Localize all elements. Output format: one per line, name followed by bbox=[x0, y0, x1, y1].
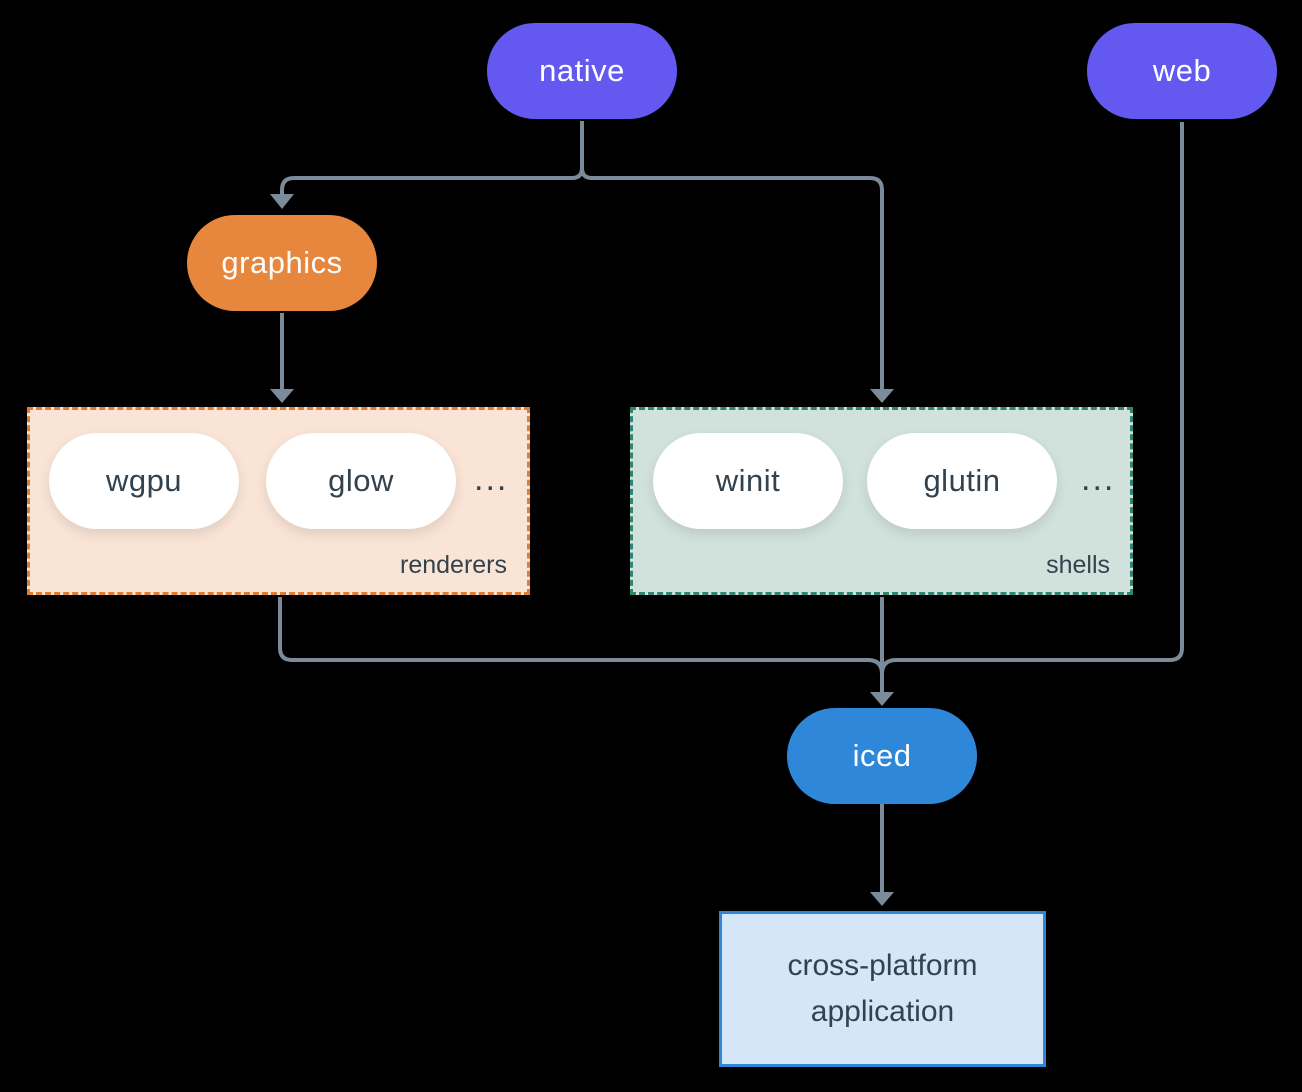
edge-renderers-iced bbox=[278, 597, 884, 675]
node-web-label: web bbox=[1152, 53, 1212, 88]
renderers-ellipsis: ... bbox=[474, 460, 509, 498]
group-renderers: wgpu glow ... renderers bbox=[27, 407, 530, 595]
node-iced: iced bbox=[787, 708, 977, 804]
node-graphics: graphics bbox=[187, 215, 377, 311]
node-winit-label: winit bbox=[715, 463, 781, 498]
arrowhead-iced bbox=[870, 692, 894, 706]
group-shells: winit glutin ... shells bbox=[630, 407, 1133, 595]
node-glow-label: glow bbox=[328, 463, 394, 498]
shells-ellipsis: ... bbox=[1081, 460, 1116, 498]
node-iced-label: iced bbox=[852, 738, 912, 773]
node-glutin-label: glutin bbox=[923, 463, 1001, 498]
node-glutin: glutin bbox=[867, 433, 1057, 529]
node-winit: winit bbox=[653, 433, 843, 529]
node-cross-platform-application: cross-platform application bbox=[719, 911, 1046, 1067]
node-graphics-label: graphics bbox=[221, 245, 343, 280]
edge-native-shells bbox=[580, 121, 884, 390]
node-native-label: native bbox=[539, 53, 625, 88]
app-label-line1: cross-platform bbox=[787, 949, 978, 982]
node-native: native bbox=[487, 23, 677, 119]
renderers-group-label: renderers bbox=[400, 551, 507, 579]
arrowhead-app bbox=[870, 892, 894, 906]
node-wgpu-label: wgpu bbox=[105, 463, 183, 498]
node-web: web bbox=[1087, 23, 1277, 119]
node-glow: glow bbox=[266, 433, 456, 529]
app-label-line2: application bbox=[810, 995, 955, 1028]
arrowhead-graphics bbox=[270, 194, 294, 209]
shells-group-label: shells bbox=[1046, 551, 1110, 579]
edge-native-graphics bbox=[280, 121, 584, 195]
arrowhead-renderers bbox=[270, 389, 294, 403]
node-wgpu: wgpu bbox=[49, 433, 239, 529]
arrowhead-shells bbox=[870, 389, 894, 403]
